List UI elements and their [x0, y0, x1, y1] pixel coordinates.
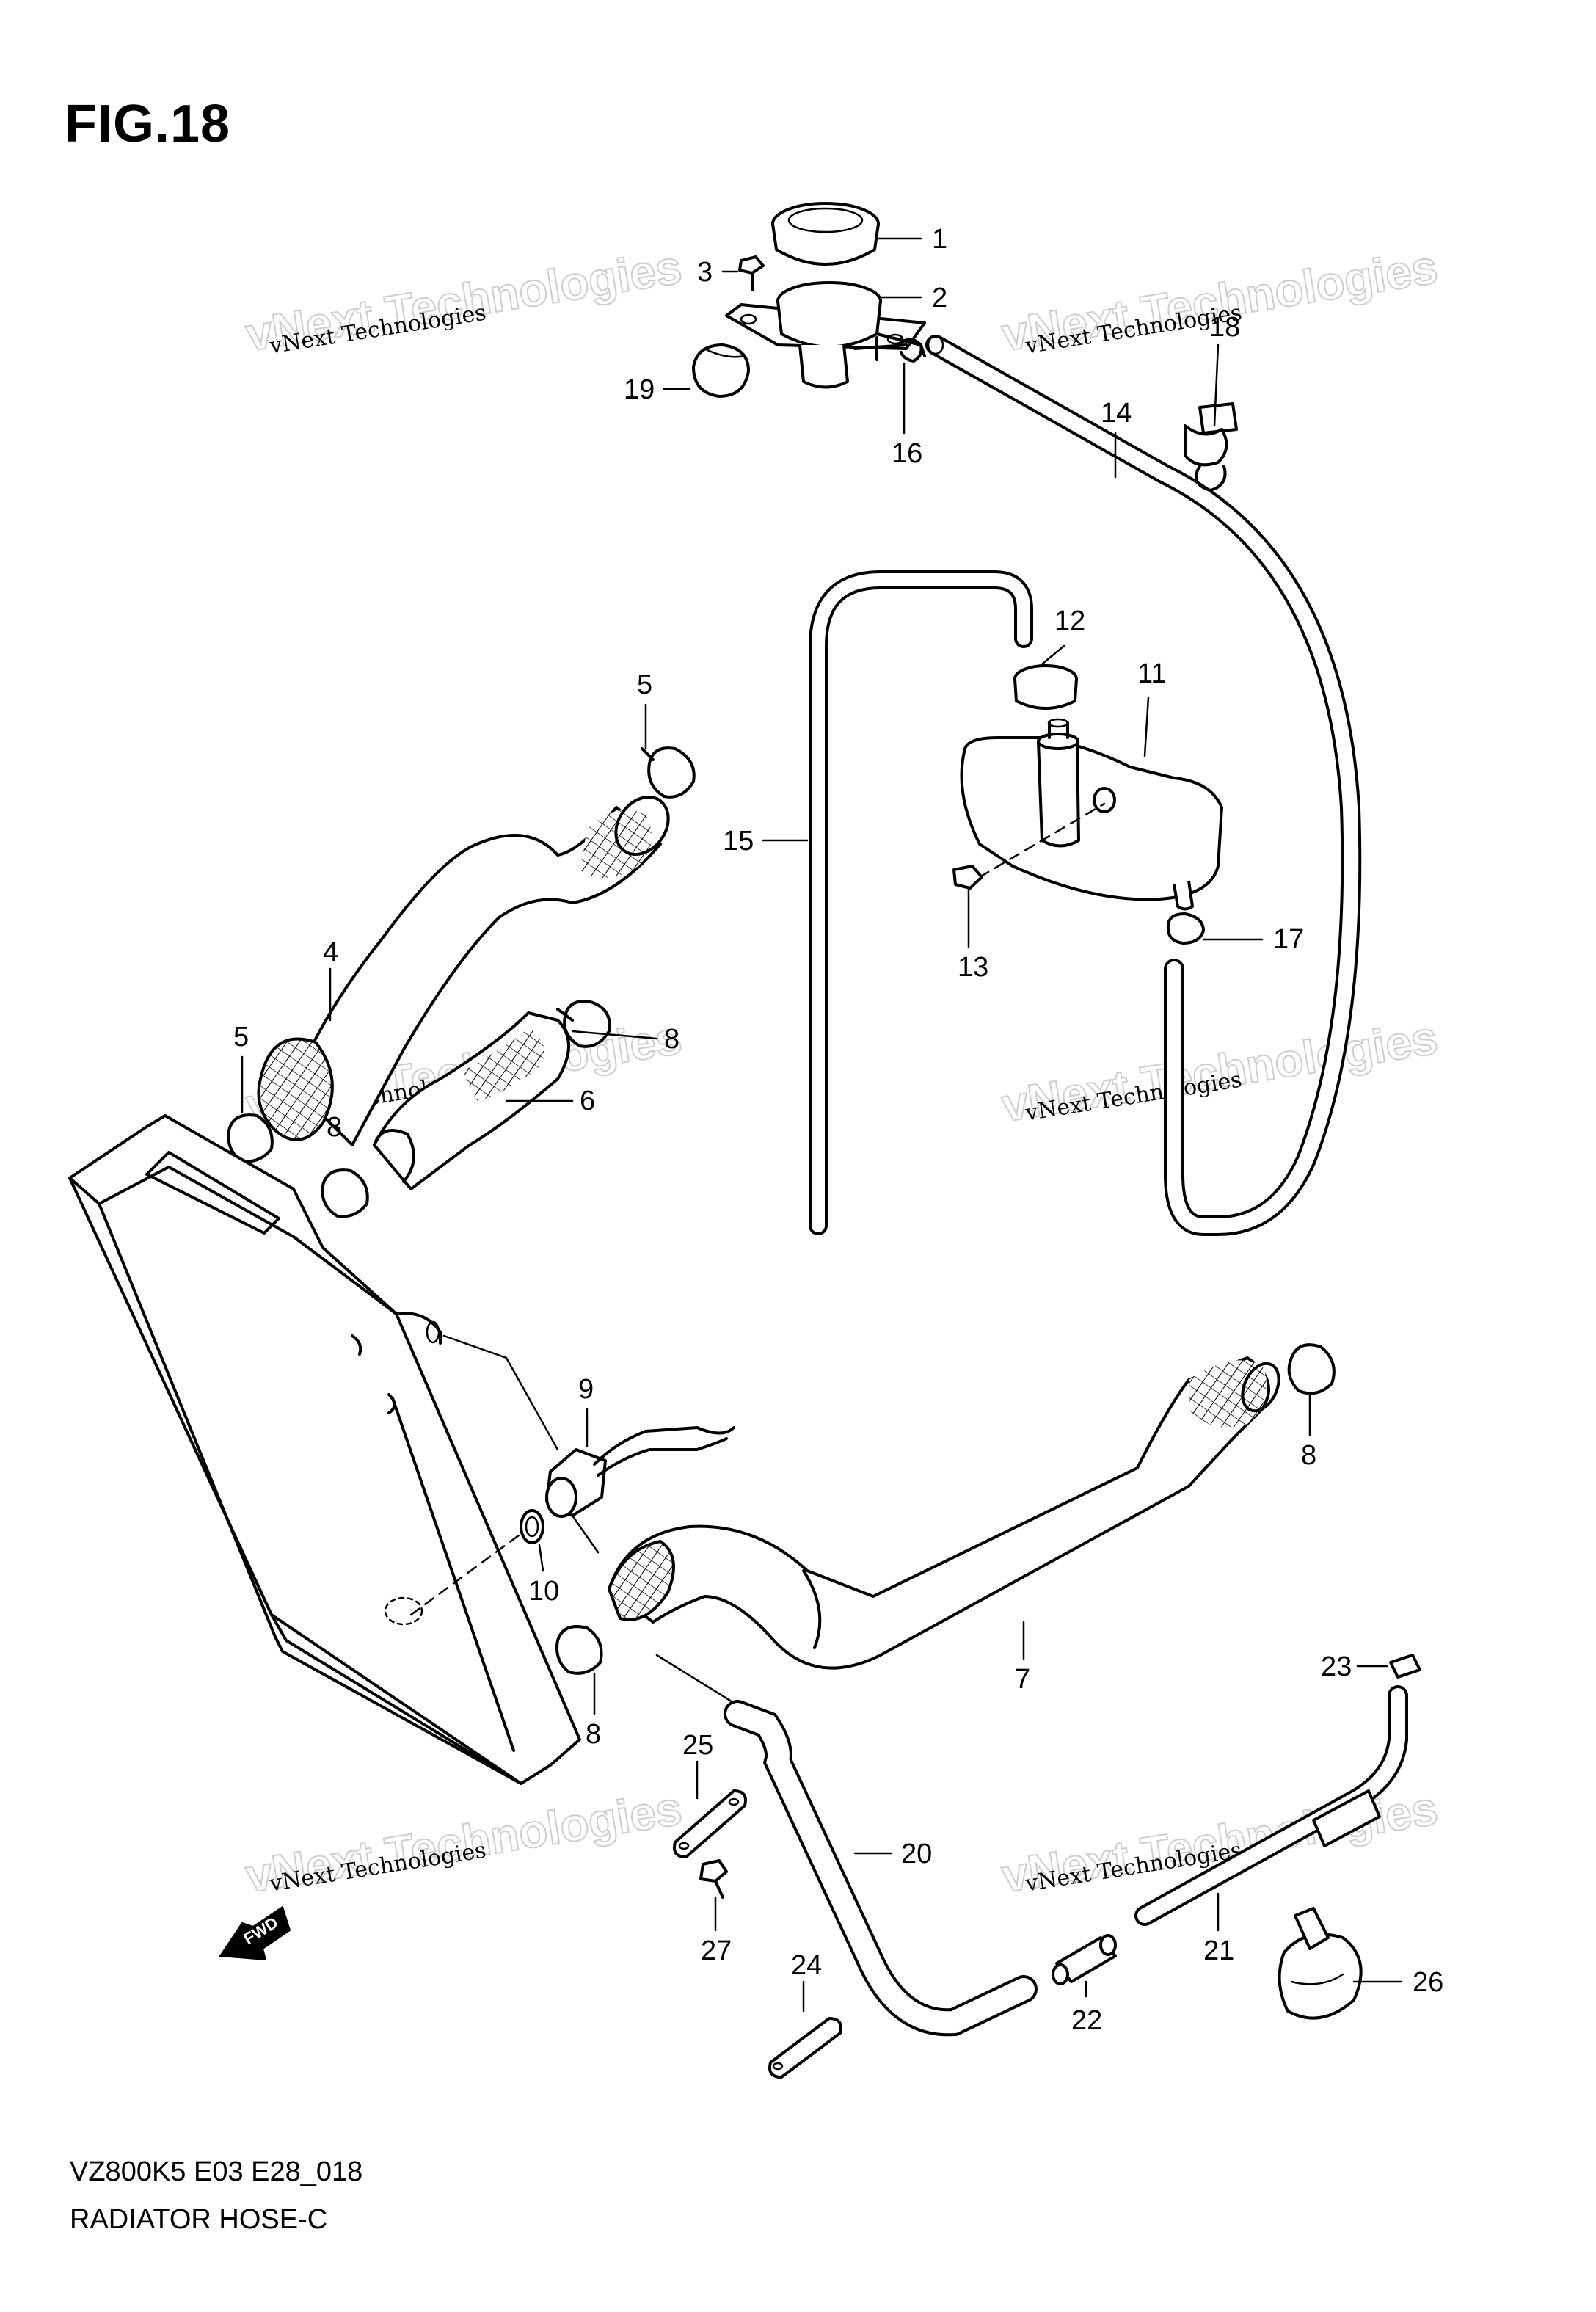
hose-6 [373, 1011, 570, 1190]
callout-3: 3 [697, 257, 713, 288]
callout-14: 14 [1101, 398, 1132, 429]
diagram-name: RADIATOR HOSE-C [70, 2204, 328, 2235]
bracket-25 [673, 1789, 747, 1858]
radiator [68, 1114, 581, 1785]
bolt-27 [699, 1859, 728, 1899]
reservoir-cap-12 [1013, 664, 1078, 710]
callout-20: 20 [901, 1839, 932, 1869]
clamp-26 [1278, 1907, 1363, 2020]
callout-5: 5 [233, 1022, 249, 1053]
callout-27: 27 [701, 1935, 732, 1966]
clip-16 [897, 338, 923, 363]
figure-title: FIG.18 [65, 95, 231, 153]
gasket-10 [520, 1509, 544, 1544]
callout-8: 8 [1301, 1440, 1316, 1471]
callout-4: 4 [323, 937, 338, 968]
clamp-18 [1184, 402, 1238, 492]
fan-switch-9 [545, 1426, 735, 1518]
hose-clamp-8d [555, 1625, 603, 1675]
callout-21: 21 [1203, 1935, 1234, 1966]
callout-6: 6 [580, 1086, 595, 1116]
diagram-code: VZ800K5 E03 E28_018 [70, 2156, 363, 2187]
callout-17: 17 [1273, 924, 1304, 955]
callout-5: 5 [637, 669, 652, 700]
filler-neck [725, 281, 926, 389]
callout-18: 18 [1209, 312, 1240, 343]
callout-8: 8 [327, 1112, 342, 1143]
callout-23: 23 [1321, 1651, 1352, 1682]
callout-1: 1 [932, 224, 947, 255]
bolt-13 [952, 865, 983, 890]
radiator-hose-7 [608, 1356, 1280, 1670]
callout-9: 9 [578, 1374, 594, 1405]
hose-clamp-8a [556, 1000, 611, 1048]
callout-8: 8 [664, 1024, 679, 1055]
callout-10: 10 [528, 1576, 559, 1607]
callout-26: 26 [1413, 1967, 1443, 1998]
callout-25: 25 [682, 1730, 713, 1761]
callout-13: 13 [958, 952, 988, 983]
fitting-22 [1052, 1934, 1117, 1985]
clip-17 [1166, 912, 1205, 945]
callout-22: 22 [1071, 2005, 1102, 2036]
hose-clamp-8b [321, 1168, 369, 1218]
callout-24: 24 [791, 1950, 822, 1981]
hose-clamp-19 [692, 343, 750, 398]
bolt-3 [738, 255, 765, 291]
callout-15: 15 [723, 826, 754, 857]
callout-12: 12 [1054, 606, 1085, 636]
forward-arrow: FWD [219, 1905, 291, 1961]
callout-7: 7 [1015, 1664, 1030, 1695]
callout-19: 19 [624, 374, 655, 405]
bracket-24 [768, 2017, 842, 2079]
radiator-cap [771, 202, 880, 266]
hose-clamp-8c [1287, 1343, 1336, 1395]
callout-11: 11 [1137, 658, 1166, 689]
reservoir-tank-11 [960, 718, 1223, 911]
callout-2: 2 [932, 283, 947, 313]
callout-8: 8 [586, 1719, 601, 1750]
clip-23 [1389, 1654, 1421, 1679]
callout-16: 16 [892, 438, 922, 469]
hose-clamp-5a [641, 746, 696, 799]
